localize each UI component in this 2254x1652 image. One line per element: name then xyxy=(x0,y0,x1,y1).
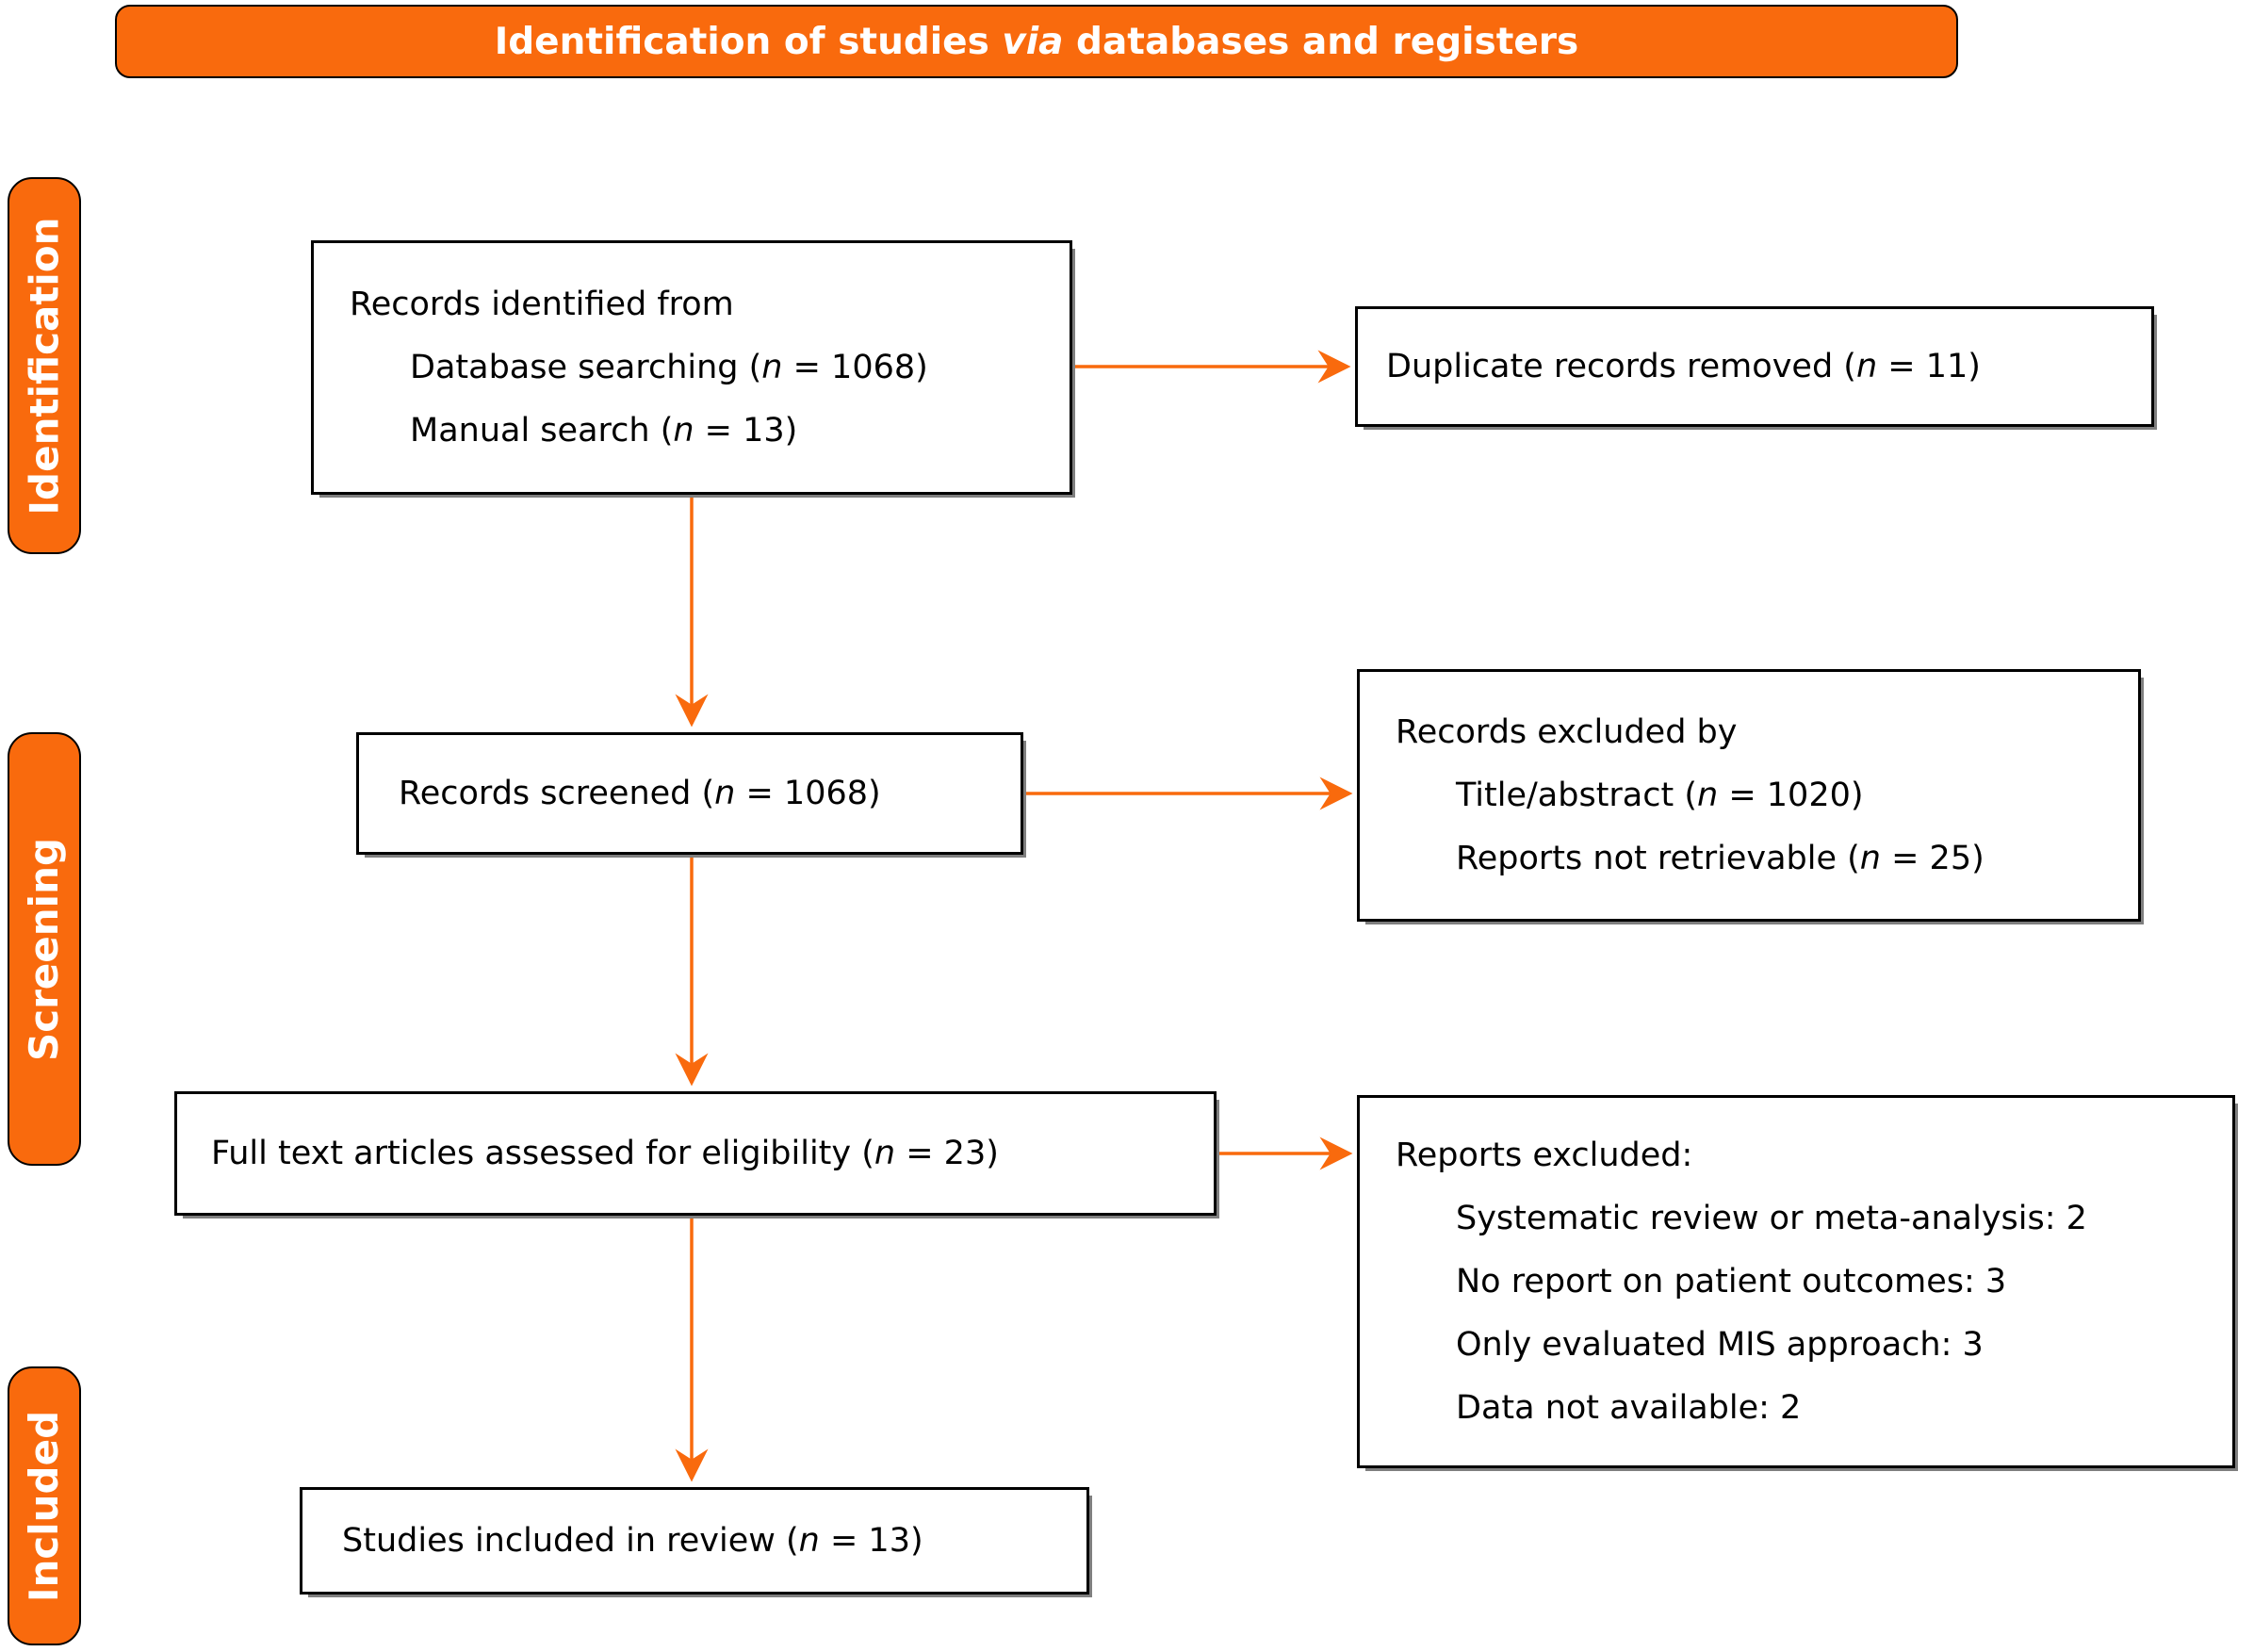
line-text: Studies included in review ( xyxy=(342,1521,799,1560)
line-text: = 1020) xyxy=(1718,776,1864,814)
box-fulltext-assessed: Full text articles assessed for eligibil… xyxy=(174,1091,1217,1216)
line-n-italic: n xyxy=(1855,347,1878,385)
line-text: No report on patient outcomes: 3 xyxy=(1456,1262,2007,1300)
line-text: Reports excluded: xyxy=(1396,1136,1693,1174)
line-text: Title/abstract ( xyxy=(1456,776,1698,814)
box-records-identified: Records identified from Database searchi… xyxy=(311,240,1072,495)
line-text: Reports not retrievable ( xyxy=(1456,839,1860,877)
stage-label-included: Included xyxy=(8,1366,81,1645)
line-text: = 23) xyxy=(895,1134,999,1172)
line-text: = 13) xyxy=(819,1521,923,1560)
line-n-italic: n xyxy=(761,348,783,386)
line-n-italic: n xyxy=(798,1521,820,1560)
line-text: Records excluded by xyxy=(1396,712,1738,751)
text-line: Records excluded by xyxy=(1396,701,2138,764)
header-banner: Identification of studies via databases … xyxy=(115,5,1958,78)
line-text: = 11) xyxy=(1877,347,1981,385)
line-text: Duplicate records removed ( xyxy=(1386,347,1856,385)
line-text: Manual search ( xyxy=(410,411,674,450)
box-records-screened: Records screened (n = 1068) xyxy=(356,732,1023,855)
line-n-italic: n xyxy=(1697,776,1719,814)
text-line: Reports excluded: xyxy=(1396,1124,2232,1187)
stage-label-identification-text: Identification xyxy=(21,216,68,515)
text-line: Full text articles assessed for eligibil… xyxy=(211,1122,1214,1186)
line-text: Data not available: 2 xyxy=(1456,1388,1802,1427)
box-studies-included: Studies included in review (n = 13) xyxy=(300,1487,1089,1595)
stage-label-screening-text: Screening xyxy=(21,837,68,1061)
line-n-italic: n xyxy=(874,1134,896,1172)
text-line: Studies included in review (n = 13) xyxy=(342,1510,1086,1573)
text-line: No report on patient outcomes: 3 xyxy=(1396,1251,2232,1314)
line-text: Only evaluated MIS approach: 3 xyxy=(1456,1325,1984,1364)
line-n-italic: n xyxy=(1859,839,1881,877)
text-line: Manual search (n = 13) xyxy=(350,400,1070,463)
text-line: Records identified from xyxy=(350,273,1070,336)
stage-label-included-text: Included xyxy=(21,1410,68,1602)
banner-title-italic: via xyxy=(1002,20,1064,63)
text-line: Only evaluated MIS approach: 3 xyxy=(1396,1314,2232,1377)
box-records-excluded: Records excluded by Title/abstract (n = … xyxy=(1357,669,2141,922)
text-line: Duplicate records removed (n = 11) xyxy=(1386,335,2151,399)
line-n-italic: n xyxy=(714,774,736,812)
line-text: = 13) xyxy=(694,411,798,450)
stage-label-identification: Identification xyxy=(8,177,81,554)
line-text: = 25) xyxy=(1880,839,1984,877)
line-n-italic: n xyxy=(673,411,694,450)
line-text: Records identified from xyxy=(350,285,734,323)
text-line: Reports not retrievable (n = 25) xyxy=(1396,827,2138,891)
line-text: Records screened ( xyxy=(399,774,715,812)
line-text: = 1068) xyxy=(782,348,928,386)
banner-title-post: databases and registers xyxy=(1063,20,1579,63)
text-line: Data not available: 2 xyxy=(1396,1377,2232,1440)
line-text: Full text articles assessed for eligibil… xyxy=(211,1134,874,1172)
banner-title: Identification of studies via databases … xyxy=(495,21,1579,63)
line-text: Database searching ( xyxy=(410,348,762,386)
text-line: Records screened (n = 1068) xyxy=(399,762,1021,826)
line-text: Systematic review or meta-analysis: 2 xyxy=(1456,1199,2087,1237)
banner-title-pre: Identification of studies xyxy=(494,20,1003,63)
box-reports-excluded: Reports excluded: Systematic review or m… xyxy=(1357,1095,2235,1468)
box-duplicate-records-removed: Duplicate records removed (n = 11) xyxy=(1355,306,2154,427)
text-line: Database searching (n = 1068) xyxy=(350,336,1070,400)
stage-label-screening: Screening xyxy=(8,732,81,1166)
text-line: Title/abstract (n = 1020) xyxy=(1396,764,2138,827)
text-line: Systematic review or meta-analysis: 2 xyxy=(1396,1187,2232,1251)
line-text: = 1068) xyxy=(735,774,881,812)
